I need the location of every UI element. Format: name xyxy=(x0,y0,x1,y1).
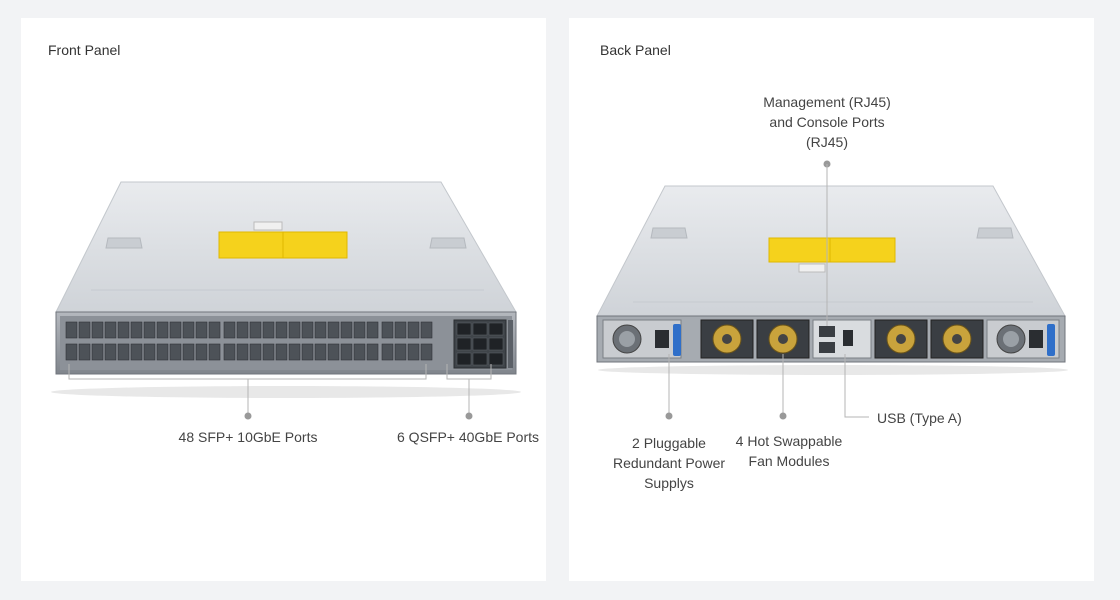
management-console-ports-label: Management (RJ45) and Console Ports (RJ4… xyxy=(763,94,891,150)
qsfp-ports-label: 6 QSFP+ 40GbE Ports xyxy=(397,429,540,445)
fan-modules-label: 4 Hot Swappable Fan Modules xyxy=(735,433,843,469)
back-panel-title: Back Panel xyxy=(600,42,671,58)
back-callouts xyxy=(665,160,869,420)
back-switch-image xyxy=(596,185,1068,375)
usb-port-label: USB (Type A) xyxy=(877,410,962,426)
front-switch-image xyxy=(51,181,521,398)
back-panel-card: Back Panel xyxy=(569,18,1094,581)
sfp-ports-label: 48 SFP+ 10GbE Ports xyxy=(178,429,318,445)
power-supplies-label: 2 Pluggable Redundant Power Supplys xyxy=(612,435,726,491)
front-panel-card: Front Panel xyxy=(21,18,546,581)
front-panel-title: Front Panel xyxy=(48,42,121,58)
front-callouts xyxy=(68,364,492,420)
